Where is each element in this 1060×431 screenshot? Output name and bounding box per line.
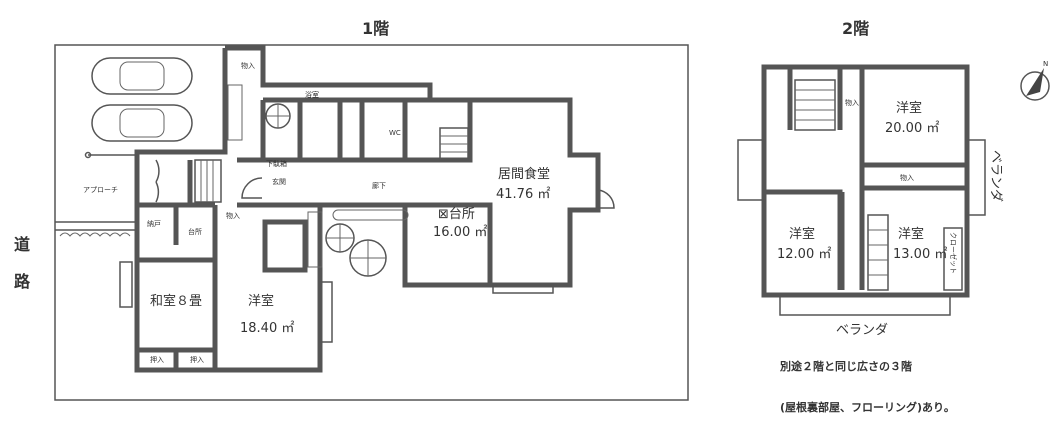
living-dining-area: 41.76 ㎡ bbox=[496, 187, 550, 202]
door bbox=[155, 159, 160, 203]
stairs bbox=[194, 127, 469, 203]
note-line-2: (屋根裏部屋、フローリング)あり。 bbox=[780, 400, 955, 414]
storage-mid-label: 物入 bbox=[226, 211, 240, 220]
kitchen-area: 16.00 ㎡ bbox=[433, 225, 487, 240]
closet-label: クローゼット bbox=[949, 232, 958, 274]
kitchen-name: ⊠台所 bbox=[438, 207, 475, 222]
planter bbox=[227, 84, 243, 141]
kitchenette-label: 台所 bbox=[188, 227, 202, 236]
tree-icon bbox=[265, 103, 291, 129]
stairs bbox=[794, 79, 888, 276]
planter bbox=[307, 211, 323, 268]
compass-icon: N bbox=[1020, 60, 1050, 101]
approach-label: アプローチ bbox=[83, 186, 118, 194]
tree-icon bbox=[325, 223, 355, 253]
western-room-name: 洋室 bbox=[248, 293, 274, 309]
veranda-bottom bbox=[779, 295, 951, 316]
road-label-1: 道 bbox=[14, 235, 30, 254]
car-icon bbox=[91, 104, 193, 142]
floor1-title: 1階 bbox=[362, 19, 389, 38]
japanese-room-name: 和室８畳 bbox=[150, 293, 202, 309]
storage2-label-2: 物入 bbox=[900, 173, 914, 182]
door bbox=[597, 189, 615, 209]
entrance-label: 玄関 bbox=[272, 177, 286, 186]
floor2-walls bbox=[761, 64, 970, 298]
balcony-left bbox=[737, 139, 764, 201]
room-a-name: 洋室 bbox=[896, 100, 922, 116]
closet-room-label: 納戸 bbox=[147, 219, 161, 228]
room-b-name: 洋室 bbox=[789, 226, 815, 242]
living-dining-name: 居間食堂 bbox=[498, 166, 550, 182]
hedge bbox=[59, 232, 131, 237]
room-c-area: 13.00 ㎡ bbox=[893, 247, 947, 262]
note-line-1: 別途２階と同じ広さの３階 bbox=[779, 359, 912, 373]
storage2-label-1: 物入 bbox=[845, 98, 859, 107]
veranda-right-label: ベランダ bbox=[988, 150, 1003, 202]
floor1-walls bbox=[134, 45, 601, 373]
shoe-box-label: 下駄箱 bbox=[266, 159, 287, 168]
planter bbox=[332, 209, 409, 221]
toilet-label: WC bbox=[389, 129, 401, 137]
room-a-area: 20.00 ㎡ bbox=[885, 121, 939, 136]
door bbox=[241, 177, 263, 199]
oshiire-label-2: 押入 bbox=[190, 355, 204, 364]
veranda-right bbox=[967, 139, 986, 216]
road-label-2: 路 bbox=[14, 272, 31, 291]
bath-label: 浴室 bbox=[305, 90, 319, 99]
tree-icon bbox=[349, 239, 387, 277]
bay-window bbox=[492, 284, 554, 294]
car-icon bbox=[91, 57, 193, 95]
western-room-area: 18.40 ㎡ bbox=[240, 321, 294, 336]
compass-north-label: N bbox=[1043, 60, 1048, 68]
tv-shelf bbox=[319, 281, 333, 343]
room-c-name: 洋室 bbox=[898, 226, 924, 242]
oshiire-label-1: 押入 bbox=[150, 355, 164, 364]
veranda-bottom-label: ベランダ bbox=[836, 323, 888, 338]
floor2-title: 2階 bbox=[842, 19, 869, 38]
storage-label: 物入 bbox=[241, 61, 255, 70]
room-b-area: 12.00 ㎡ bbox=[777, 247, 831, 262]
hallway-label: 廊下 bbox=[372, 181, 386, 190]
